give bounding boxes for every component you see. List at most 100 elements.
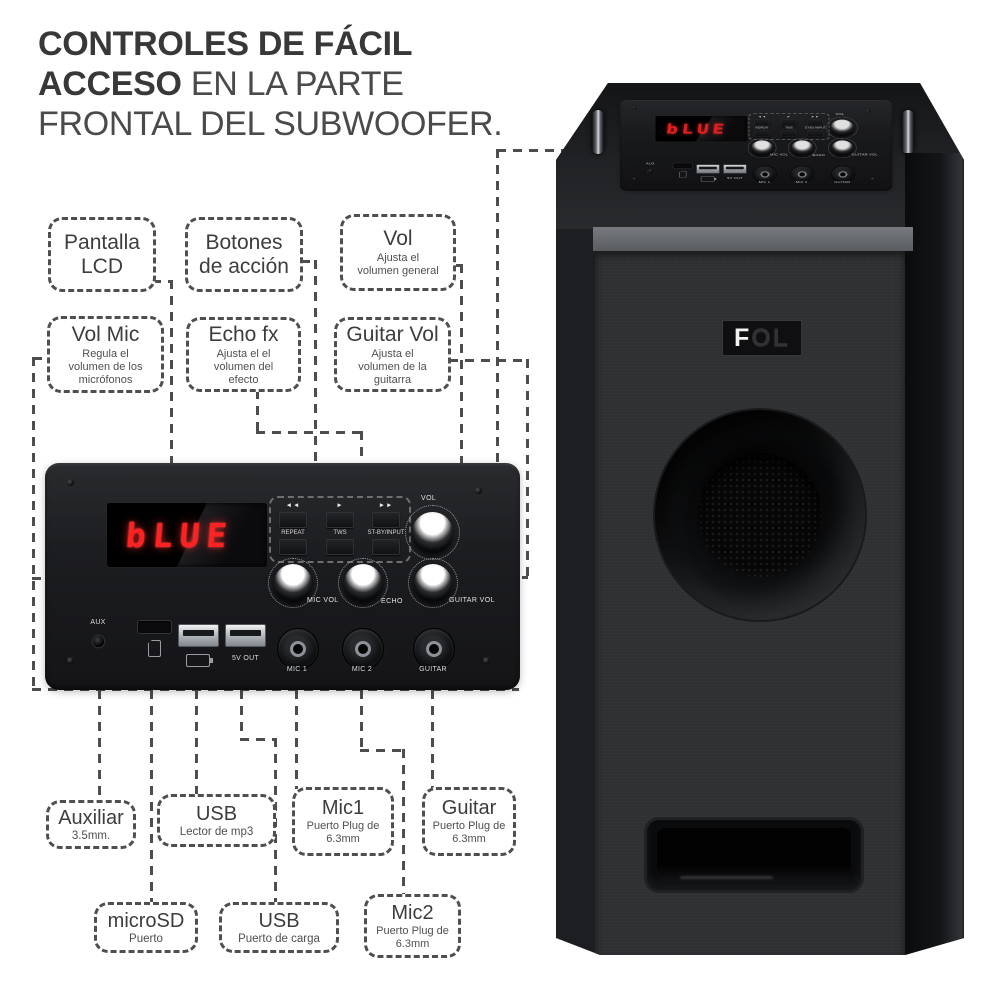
mic1-jack-label: MIC 1 <box>286 666 308 673</box>
callout-vol-mic: Vol Mic Regula el volumen de los micrófo… <box>47 316 164 393</box>
aux-label: AUX <box>90 619 106 626</box>
usb-battery-icon <box>700 176 717 182</box>
guitar-jack-label: GUITAR <box>834 181 851 184</box>
callout-mic2: Mic2 Puerto Plug de 6.3mm <box>364 894 461 958</box>
subwoofer-driver <box>655 410 865 620</box>
vol-knob <box>830 119 854 136</box>
mic1-jack <box>277 628 319 670</box>
standby-button-bottom <box>372 539 400 555</box>
connector-vol-mic <box>32 357 35 690</box>
callout-echo-fx: Echo fx Ajusta el el volumen del efecto <box>186 317 301 392</box>
next-track-icon: ►► <box>378 502 394 509</box>
bass-reflex-port-opening <box>657 828 851 882</box>
callout-title: Mic2 <box>391 901 434 924</box>
tws-button-bottom <box>326 539 354 555</box>
screw-icon <box>67 479 74 486</box>
control-panel: bLUE ◄◄ REPEAT ► TWS ►► ST-BY/INPUT VOL … <box>620 100 893 191</box>
lcd-display: bLUE <box>655 116 748 142</box>
callout-microsd: microSD Puerto <box>94 902 198 953</box>
microsd-slot <box>137 620 172 634</box>
screw-icon <box>632 177 637 181</box>
connector-microsd <box>150 690 153 904</box>
mic2-jack <box>342 628 384 670</box>
callout-title: Guitar Vol <box>346 322 439 346</box>
mic2-jack <box>790 166 815 183</box>
lcd-text: bLUE <box>124 515 236 555</box>
callout-subtitle: Regula el volumen de los micrófonos <box>68 347 143 386</box>
connector-echo <box>256 431 364 434</box>
standby-button-bottom <box>807 130 824 137</box>
echo-knob-ring <box>787 138 817 158</box>
tws-button-top <box>326 512 354 528</box>
connector-mic2 <box>360 690 363 752</box>
guitar-jack <box>830 166 855 183</box>
screw-icon <box>870 177 875 181</box>
connector-vol <box>460 264 463 529</box>
echo-knob <box>791 140 814 156</box>
screw-icon <box>632 106 637 110</box>
mic-vol-knob-label: MIC VOL <box>770 153 789 157</box>
connector-guitar <box>431 690 434 789</box>
standby-button-top <box>807 119 824 126</box>
callout-pantalla-lcd: Pantalla LCD <box>48 217 156 292</box>
mic-vol-knob-ring <box>268 558 318 608</box>
connector-pantalla <box>170 280 173 525</box>
aux-jack <box>93 636 104 647</box>
callout-title: Vol <box>383 227 413 250</box>
connector-auxiliar <box>98 690 101 803</box>
standby-button-label: ST-BY/INPUT <box>804 126 826 130</box>
connector-guitar-vol <box>526 359 529 579</box>
mic-vol-knob <box>751 140 773 156</box>
connector-tower-panel <box>496 149 499 465</box>
callout-subtitle: Puerto de carga <box>238 932 320 945</box>
connector-vol <box>454 264 464 267</box>
connector-usb-carga <box>240 690 243 741</box>
repeat-button-top <box>279 512 307 528</box>
guitar-jack <box>413 628 455 670</box>
callout-title: USB <box>258 909 300 932</box>
tws-button-column: ► TWS <box>778 115 801 137</box>
connector-mic2 <box>360 749 405 752</box>
callout-title: Pantalla LCD <box>64 230 140 278</box>
repeat-button-bottom <box>279 539 307 555</box>
vol-knob <box>412 512 453 553</box>
title-regular-line2: EN LA PARTE <box>190 65 404 103</box>
vol-knob-label: VOL <box>421 495 437 502</box>
guitar-vol-knob-ring <box>408 558 458 608</box>
play-pause-icon: ► <box>786 115 792 119</box>
tower-front-face: F OL <box>595 251 905 955</box>
connector-vol-mic <box>33 357 49 360</box>
lcd-display: bLUE <box>107 503 267 567</box>
tws-button-column: ► TWS <box>320 500 360 556</box>
usb-5v-label: 5V OUT <box>231 655 260 662</box>
aux-jack <box>647 169 654 174</box>
connector-botones <box>301 260 317 263</box>
sd-card-icon <box>679 170 687 178</box>
repeat-button-bottom <box>754 130 771 137</box>
standby-button-column: ►► ST-BY/INPUT <box>804 115 827 137</box>
screw-icon <box>483 657 490 664</box>
mic1-jack <box>752 166 778 183</box>
callout-mic1: Mic1 Puerto Plug de 6.3mm <box>292 787 394 856</box>
aux-label: AUX <box>645 162 655 166</box>
screw-icon <box>866 109 871 113</box>
connector-echo <box>256 390 259 434</box>
handle-slot-left <box>592 110 604 154</box>
play-pause-icon: ► <box>336 502 344 509</box>
driver-mesh-grille <box>698 453 822 577</box>
logo-letter-f: F <box>734 323 752 352</box>
callout-usb-mp3: USB Lector de mp3 <box>157 794 276 847</box>
screw-icon <box>475 487 482 494</box>
title-bold-line1: CONTROLES DE FÁCIL <box>38 25 413 63</box>
control-panel-top: bLUE ◄◄ REPEAT ► TWS ►► ST-BY/INPUT VOL … <box>620 100 893 191</box>
previous-track-icon: ◄◄ <box>757 115 767 119</box>
callout-title: USB <box>195 802 238 825</box>
control-panel-closeup: bLUE ◄◄ REPEAT ► TWS ►► ST-BY/INPUT VOL … <box>45 463 520 690</box>
connector-mic1 <box>295 690 298 789</box>
tws-button-label: TWS <box>785 126 793 130</box>
usb-battery-icon <box>186 654 213 667</box>
title-regular-line3: FRONTAL DEL SUBWOOFER. <box>38 105 503 143</box>
callout-auxiliar: Auxiliar 3.5mm. <box>46 800 136 849</box>
echo-knob <box>344 564 382 602</box>
